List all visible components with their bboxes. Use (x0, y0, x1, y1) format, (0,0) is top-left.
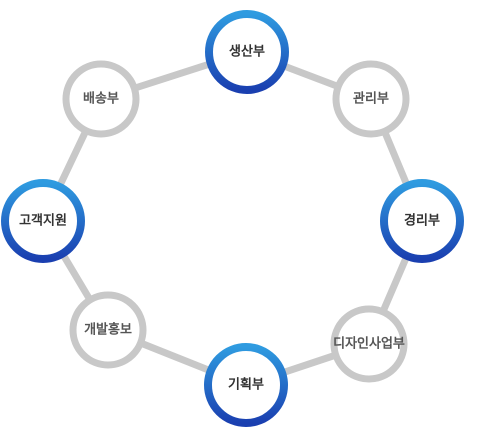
department-node: 생산부 (205, 10, 289, 94)
department-node: 개발홍보 (69, 291, 147, 369)
department-circle-highlight (380, 179, 464, 263)
department-label: 배송부 (83, 91, 119, 107)
department-node: 기획부 (204, 343, 288, 427)
department-node: 배송부 (62, 60, 140, 138)
department-circle (332, 60, 410, 138)
department-node: 관리부 (332, 60, 410, 138)
department-label: 생산부 (229, 44, 265, 60)
department-label: 고객지원 (19, 213, 67, 229)
department-label: 관리부 (353, 91, 389, 107)
department-node: 경리부 (380, 179, 464, 263)
department-node: 고객지원 (1, 179, 85, 263)
department-circle (330, 305, 408, 383)
department-circle (62, 60, 140, 138)
department-circle-highlight (205, 10, 289, 94)
department-circle-highlight (1, 179, 85, 263)
department-label: 기획부 (228, 377, 264, 393)
department-label: 개발홍보 (84, 322, 132, 338)
department-label: 경리부 (404, 213, 440, 229)
department-node: 디자인사업부 (330, 305, 408, 383)
department-circle-highlight (204, 343, 288, 427)
department-circle (69, 291, 147, 369)
department-label: 디자인사업부 (333, 336, 405, 352)
